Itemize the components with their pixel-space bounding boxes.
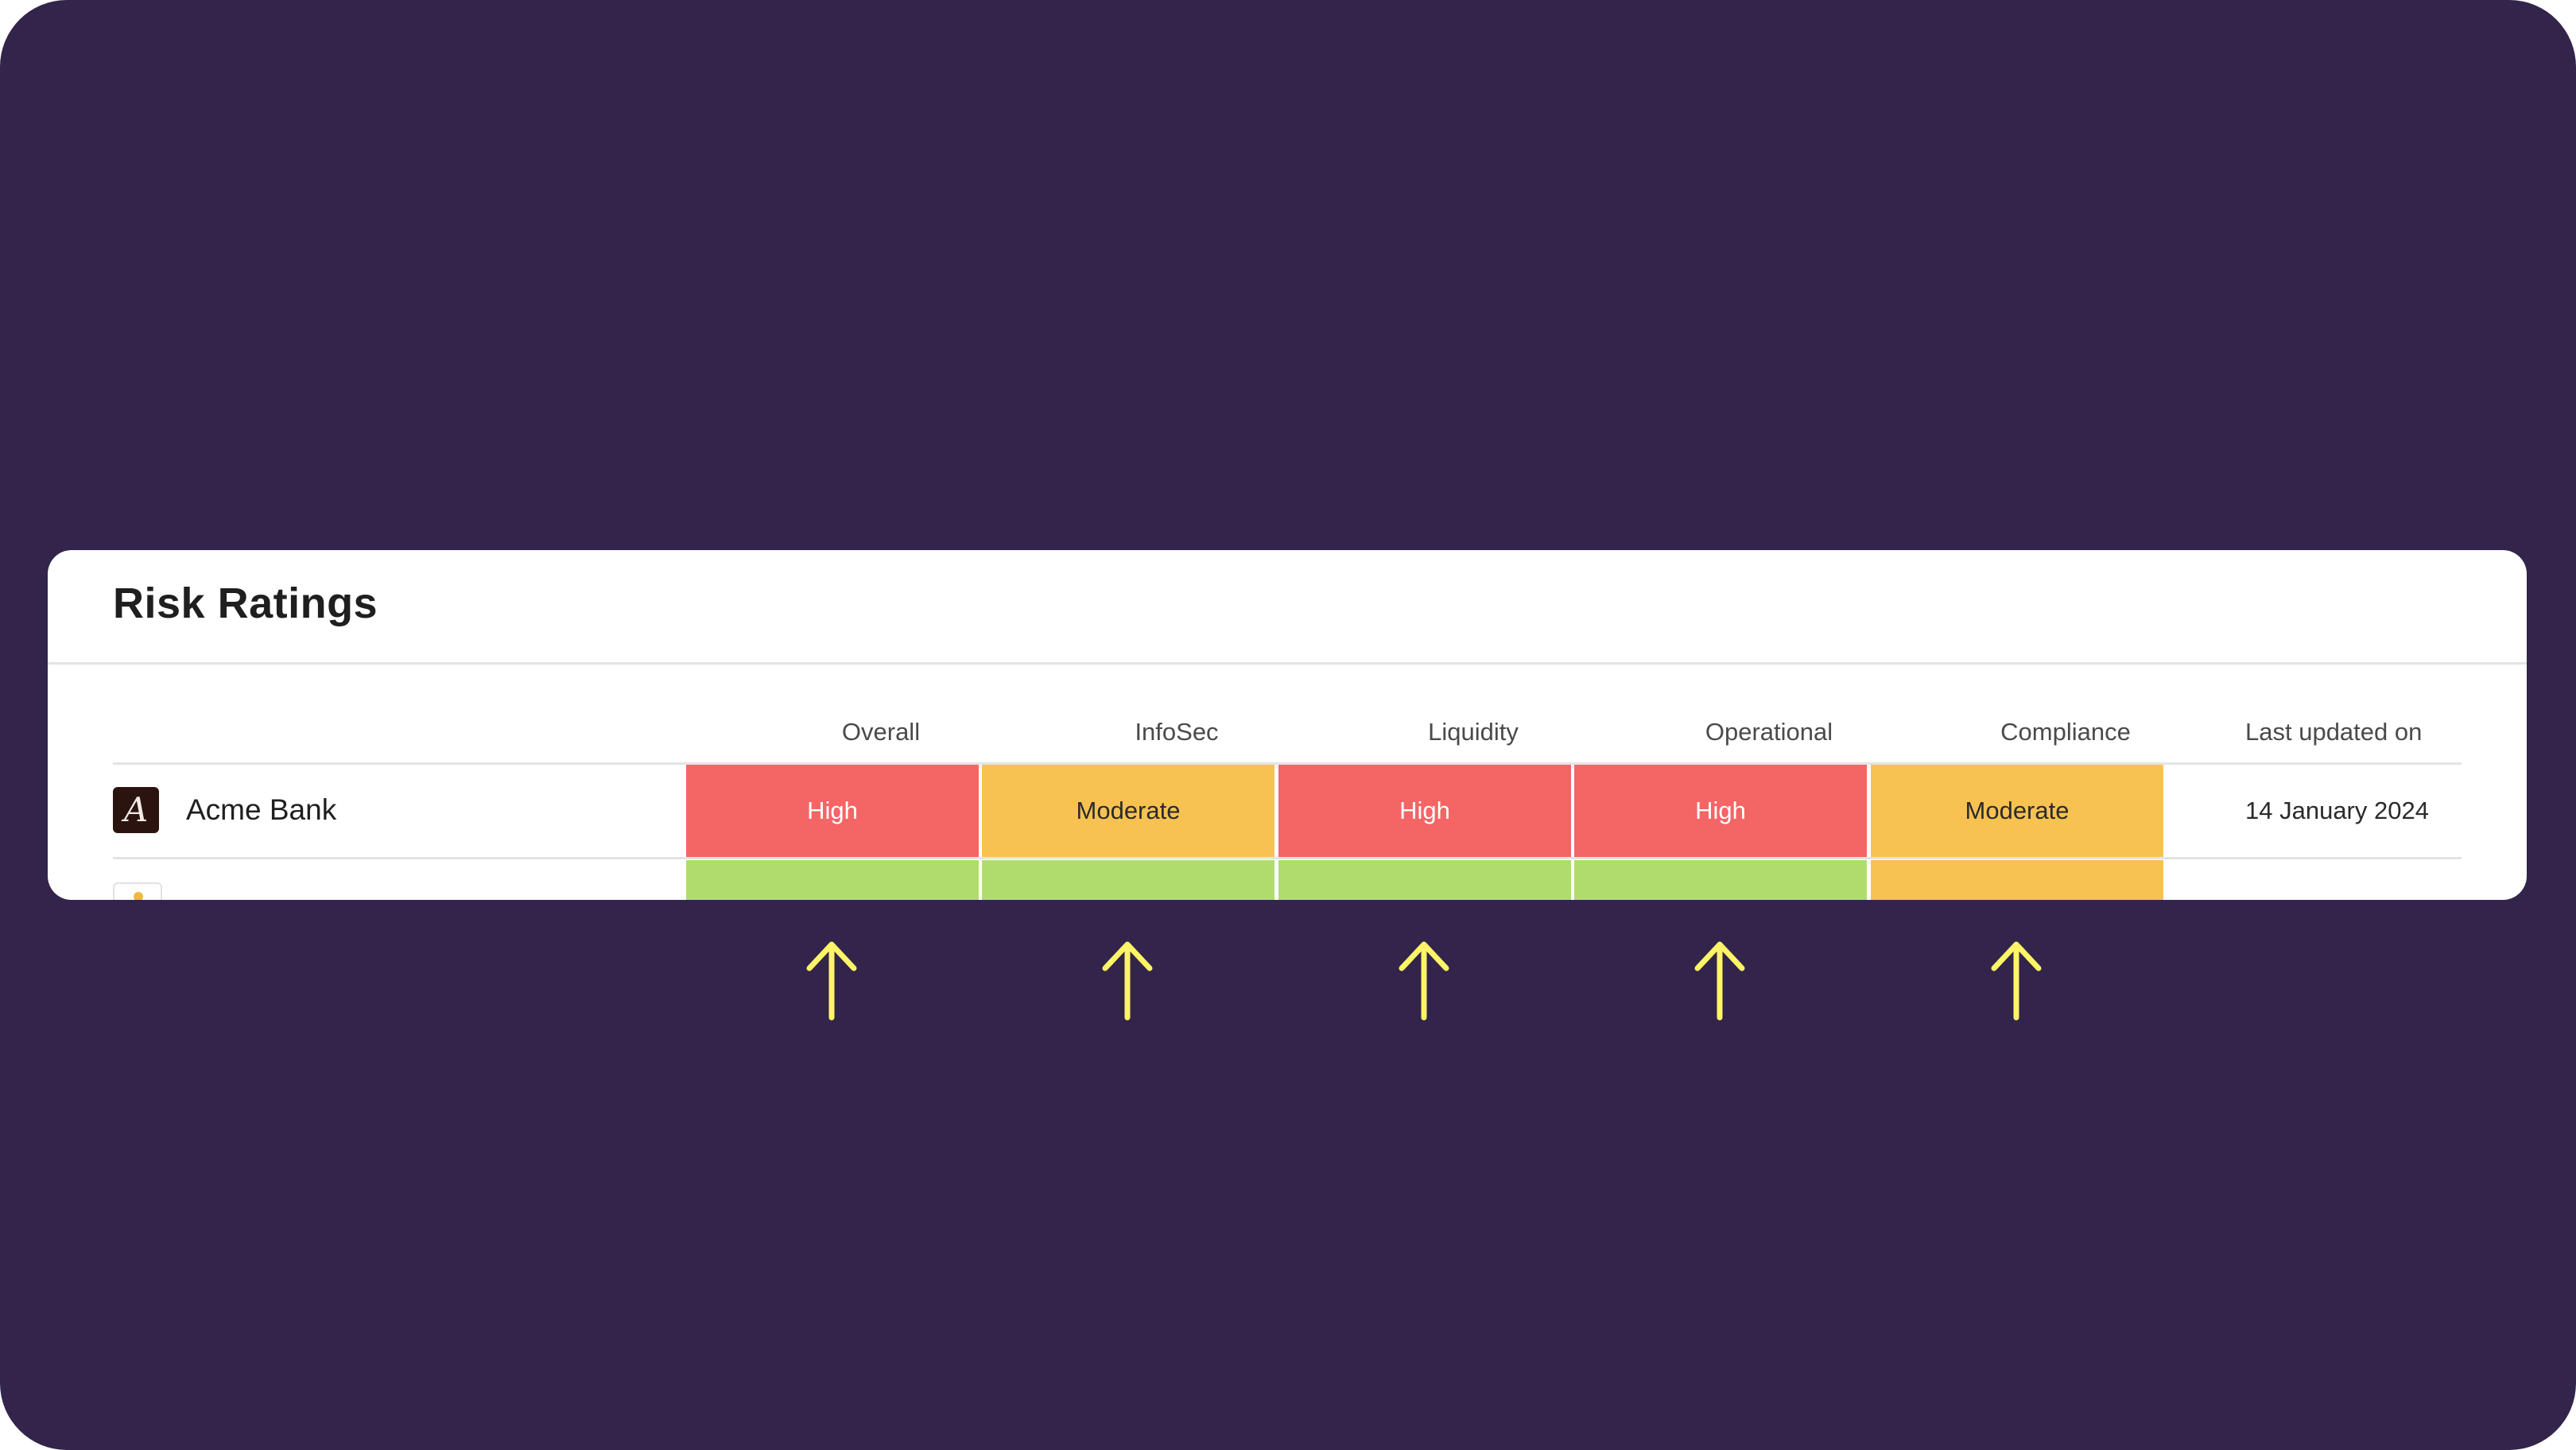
column-header-infosec: InfoSec [1135,718,1219,746]
next-rating-cell-liquidity[interactable] [1278,860,1571,900]
column-header-operational: Operational [1705,718,1833,746]
column-header-compliance: Compliance [2000,718,2131,746]
arrow-up-icon [1102,941,1153,1021]
rating-cell-operational[interactable]: High [1574,765,1867,857]
arrow-up-icon [1991,941,2042,1021]
column-header-overall: Overall [841,718,921,746]
next-logo-mark [134,892,143,900]
arrow-up-icon [1694,941,1745,1021]
acme-bank-logo: A [113,787,159,833]
column-header-liquidity: Liquidity [1428,718,1519,746]
rating-cell-liquidity[interactable]: High [1278,765,1571,857]
next-rating-cell-operational[interactable] [1574,860,1867,900]
next-rating-cell-compliance[interactable] [1871,860,2163,900]
arrow-up-icon [806,941,857,1021]
card-header: Risk Ratings [48,550,2527,665]
row-divider [113,857,2462,859]
column-header-last-updated: Last updated on [2245,718,2423,746]
next-company-logo [113,882,162,900]
rating-cell-compliance[interactable]: Moderate [1871,765,2163,857]
rating-cell-infosec[interactable]: Moderate [982,765,1274,857]
arrow-up-icon [1399,941,1449,1021]
card-title: Risk Ratings [113,580,378,627]
company-name[interactable]: Acme Bank [186,793,337,826]
risk-ratings-card: Risk Ratings Overall InfoSec Liquidity O… [48,550,2527,900]
header-divider [113,762,2462,765]
next-rating-cell-overall[interactable] [686,860,979,900]
last-updated-date: 14 January 2024 [2245,797,2429,824]
next-rating-cell-infosec[interactable] [982,860,1274,900]
rating-cell-overall[interactable]: High [686,765,979,857]
